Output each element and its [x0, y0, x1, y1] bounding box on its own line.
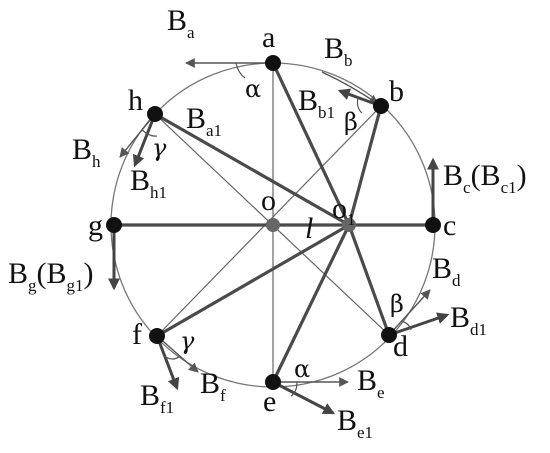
angle-label-gamma-left: γ — [152, 134, 167, 162]
vector-Be1 — [272, 380, 336, 415]
thin-vectors — [119, 58, 431, 387]
vector-Bh — [119, 113, 156, 158]
vector-Bd — [388, 289, 431, 336]
point-dot-e — [265, 374, 281, 390]
point-dot-g — [106, 217, 122, 233]
label-h: h — [128, 84, 143, 117]
label-b: b — [389, 75, 404, 108]
line-o1-a — [271, 62, 351, 226]
angle-label-beta-bottom: β — [390, 290, 404, 318]
point-dots — [106, 55, 441, 390]
label-Ba1: Ba1 — [186, 102, 222, 140]
label-o1: o1 — [332, 192, 356, 229]
label-a: a — [262, 21, 275, 54]
label-Be1: Be1 — [337, 404, 373, 442]
label-Bh: Bh — [72, 133, 101, 171]
label-Ba: Ba — [167, 4, 195, 42]
label-d: d — [393, 330, 408, 363]
angle-arc-gamma-left — [141, 129, 158, 137]
label-Bd1: Bd1 — [450, 301, 487, 339]
label-Bb: Bb — [324, 32, 353, 70]
point-dot-a — [265, 55, 281, 71]
angle-arcs — [141, 62, 412, 397]
vector-Bb — [321, 71, 379, 105]
point-dot-b — [373, 98, 389, 114]
vector-Bh1 — [132, 113, 157, 168]
line-o1-b — [347, 105, 383, 226]
label-Bb1: Bb1 — [298, 84, 335, 122]
label-Bd: Bd — [432, 252, 461, 290]
label-Bg: Bg(Bg1) — [8, 257, 94, 295]
point-dot-d — [381, 327, 397, 343]
vector-labels: Ba Ba1 Bb Bb1 Bc(Bc1) Bd Bd1 Be Be1 Bf B… — [8, 4, 527, 442]
line-o1-e — [271, 224, 351, 383]
label-Bf1: Bf1 — [140, 379, 174, 417]
label-distance-l: l — [305, 212, 313, 245]
label-o: o — [261, 184, 276, 217]
line-o1-f — [156, 223, 350, 338]
vector-Bf1 — [155, 335, 180, 391]
point-dot-f — [149, 328, 165, 344]
point-dot-o — [266, 218, 280, 232]
vector-Bf — [156, 335, 199, 373]
thick-lines-from-o1 — [114, 62, 433, 383]
label-Bc: Bc(Bc1) — [443, 159, 527, 197]
label-c: c — [443, 209, 456, 242]
label-Bh1: Bh1 — [130, 164, 167, 202]
line-o1-d — [347, 224, 391, 336]
angle-arc-beta-bottom — [400, 320, 412, 331]
label-Be: Be — [357, 364, 385, 402]
label-g: g — [88, 209, 103, 242]
angle-arc-alpha-bottom — [290, 381, 298, 397]
vector-Bd1 — [388, 312, 450, 337]
point-labels: a b c d e f g h o o1 l — [88, 21, 456, 418]
angle-arc-alpha-top — [235, 62, 246, 79]
label-Bf: Bf — [200, 367, 226, 405]
angle-labels: α β γ β γ α — [152, 75, 404, 383]
angle-label-gamma-bottom: γ — [180, 327, 195, 355]
angle-label-beta-top: β — [344, 108, 358, 136]
label-e: e — [263, 385, 276, 418]
point-dot-c — [425, 217, 441, 233]
line-o1-h — [154, 112, 350, 227]
angle-arc-beta-top — [356, 96, 363, 114]
label-f: f — [132, 318, 142, 351]
angle-arc-gamma-bottom — [163, 355, 181, 360]
point-dot-o1 — [342, 218, 356, 232]
point-dot-h — [147, 106, 163, 122]
angle-label-alpha-top: α — [245, 75, 261, 103]
angle-label-alpha-bottom: α — [294, 355, 310, 383]
